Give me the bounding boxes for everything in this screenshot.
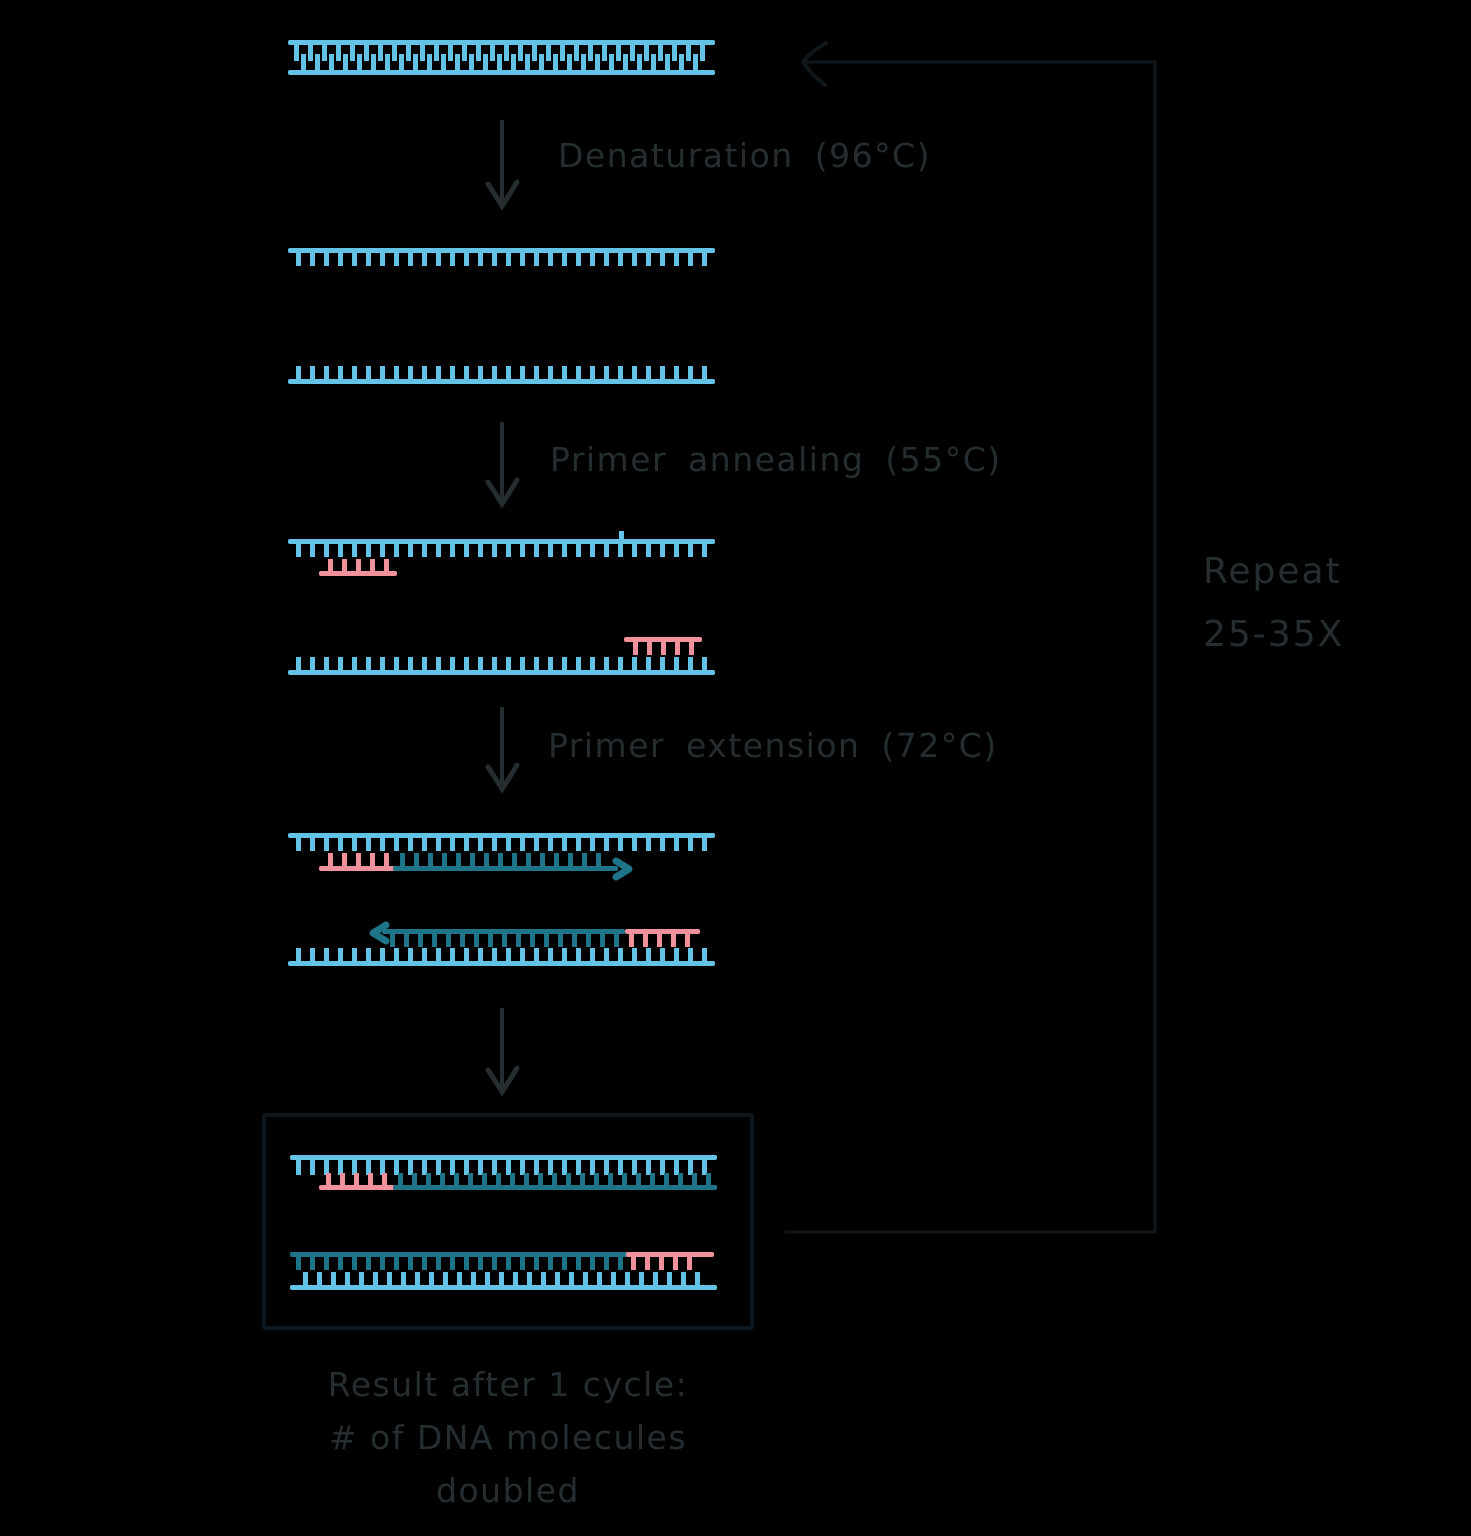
step-label-annealing: Primer annealing (55°C)	[550, 440, 1002, 479]
strand-teeth	[629, 934, 695, 947]
template-dna-duplex	[288, 40, 715, 75]
strand-backbone	[290, 1155, 717, 1160]
strand-backbone	[393, 866, 618, 871]
strand-teeth	[296, 1160, 713, 1175]
repeat-label-line2: 25-35X	[1203, 614, 1345, 655]
strand-backbone	[319, 866, 397, 871]
strand-backbone	[288, 40, 715, 45]
strand-backbone	[319, 1185, 395, 1190]
separated-strand-bottom	[288, 366, 715, 384]
strand-teeth	[303, 1272, 709, 1285]
strand-backbone	[290, 1285, 717, 1290]
annealing-template-bottom	[288, 657, 715, 675]
strand-backbone	[288, 70, 715, 75]
down-arrow-icon	[485, 707, 520, 794]
strand-teeth	[296, 838, 711, 851]
strand-teeth	[296, 1257, 624, 1270]
strand-backbone	[288, 670, 715, 675]
repeat-loop-arrow	[785, 41, 1157, 1234]
right-arrowhead-icon	[612, 857, 633, 881]
result-caption: Result after 1 cycle: # of DNA molecules…	[238, 1358, 778, 1517]
annealing-template-top	[288, 539, 715, 557]
separated-strand-top	[288, 248, 715, 266]
result-caption-line2: # of DNA molecules	[328, 1418, 688, 1457]
strand-teeth	[328, 853, 392, 866]
strand-backbone	[625, 929, 700, 934]
strand-teeth	[328, 559, 393, 571]
strand-backbone	[288, 248, 715, 253]
result-box	[262, 1113, 754, 1330]
step-label-extension: Primer extension (72°C)	[548, 726, 998, 765]
strand-teeth	[296, 253, 711, 266]
down-arrow-icon	[485, 120, 520, 211]
strand-backbone	[290, 1252, 628, 1257]
strand-backbone	[288, 379, 715, 384]
strand-teeth	[390, 934, 621, 947]
step-label-denaturation: Denaturation (96°C)	[558, 136, 931, 175]
strand-backbone	[382, 929, 625, 934]
extension-template-bottom	[288, 948, 715, 966]
strand-backbone	[288, 961, 715, 966]
result-caption-line1: Result after 1 cycle:	[327, 1365, 689, 1404]
daughter-duplex-2	[290, 1252, 717, 1290]
strand-teeth	[296, 366, 711, 379]
daughter-duplex-1	[290, 1155, 717, 1190]
strand-backbone	[319, 571, 397, 576]
strand-teeth	[326, 1173, 388, 1185]
strand-teeth	[633, 642, 698, 655]
left-arrowhead-icon	[369, 921, 390, 945]
strand-backbone	[393, 1185, 717, 1190]
strand-backbone	[624, 637, 702, 642]
strand-teeth	[296, 544, 711, 557]
new-strand-forward	[319, 853, 633, 881]
strand-teeth	[631, 1257, 695, 1270]
strand-teeth	[296, 657, 711, 670]
reverse-primer	[624, 637, 702, 655]
strand-backbone	[626, 1252, 714, 1257]
repeat-label-line1: Repeat	[1203, 551, 1342, 592]
down-arrow-icon	[485, 422, 520, 509]
strand-teeth	[301, 54, 705, 70]
repeat-label: Repeat 25-35X	[1203, 540, 1344, 666]
strand-backbone	[288, 833, 715, 838]
strand-teeth	[400, 853, 604, 866]
extension-template-top	[288, 833, 715, 851]
new-strand-reverse	[368, 921, 700, 947]
strand-teeth	[296, 948, 711, 961]
strand-backbone	[288, 539, 715, 544]
forward-primer	[319, 559, 397, 576]
result-caption-line3: doubled	[436, 1471, 580, 1510]
stray-tick-mark	[619, 531, 624, 540]
down-arrow-icon	[485, 1008, 520, 1097]
strand-teeth	[398, 1173, 711, 1185]
